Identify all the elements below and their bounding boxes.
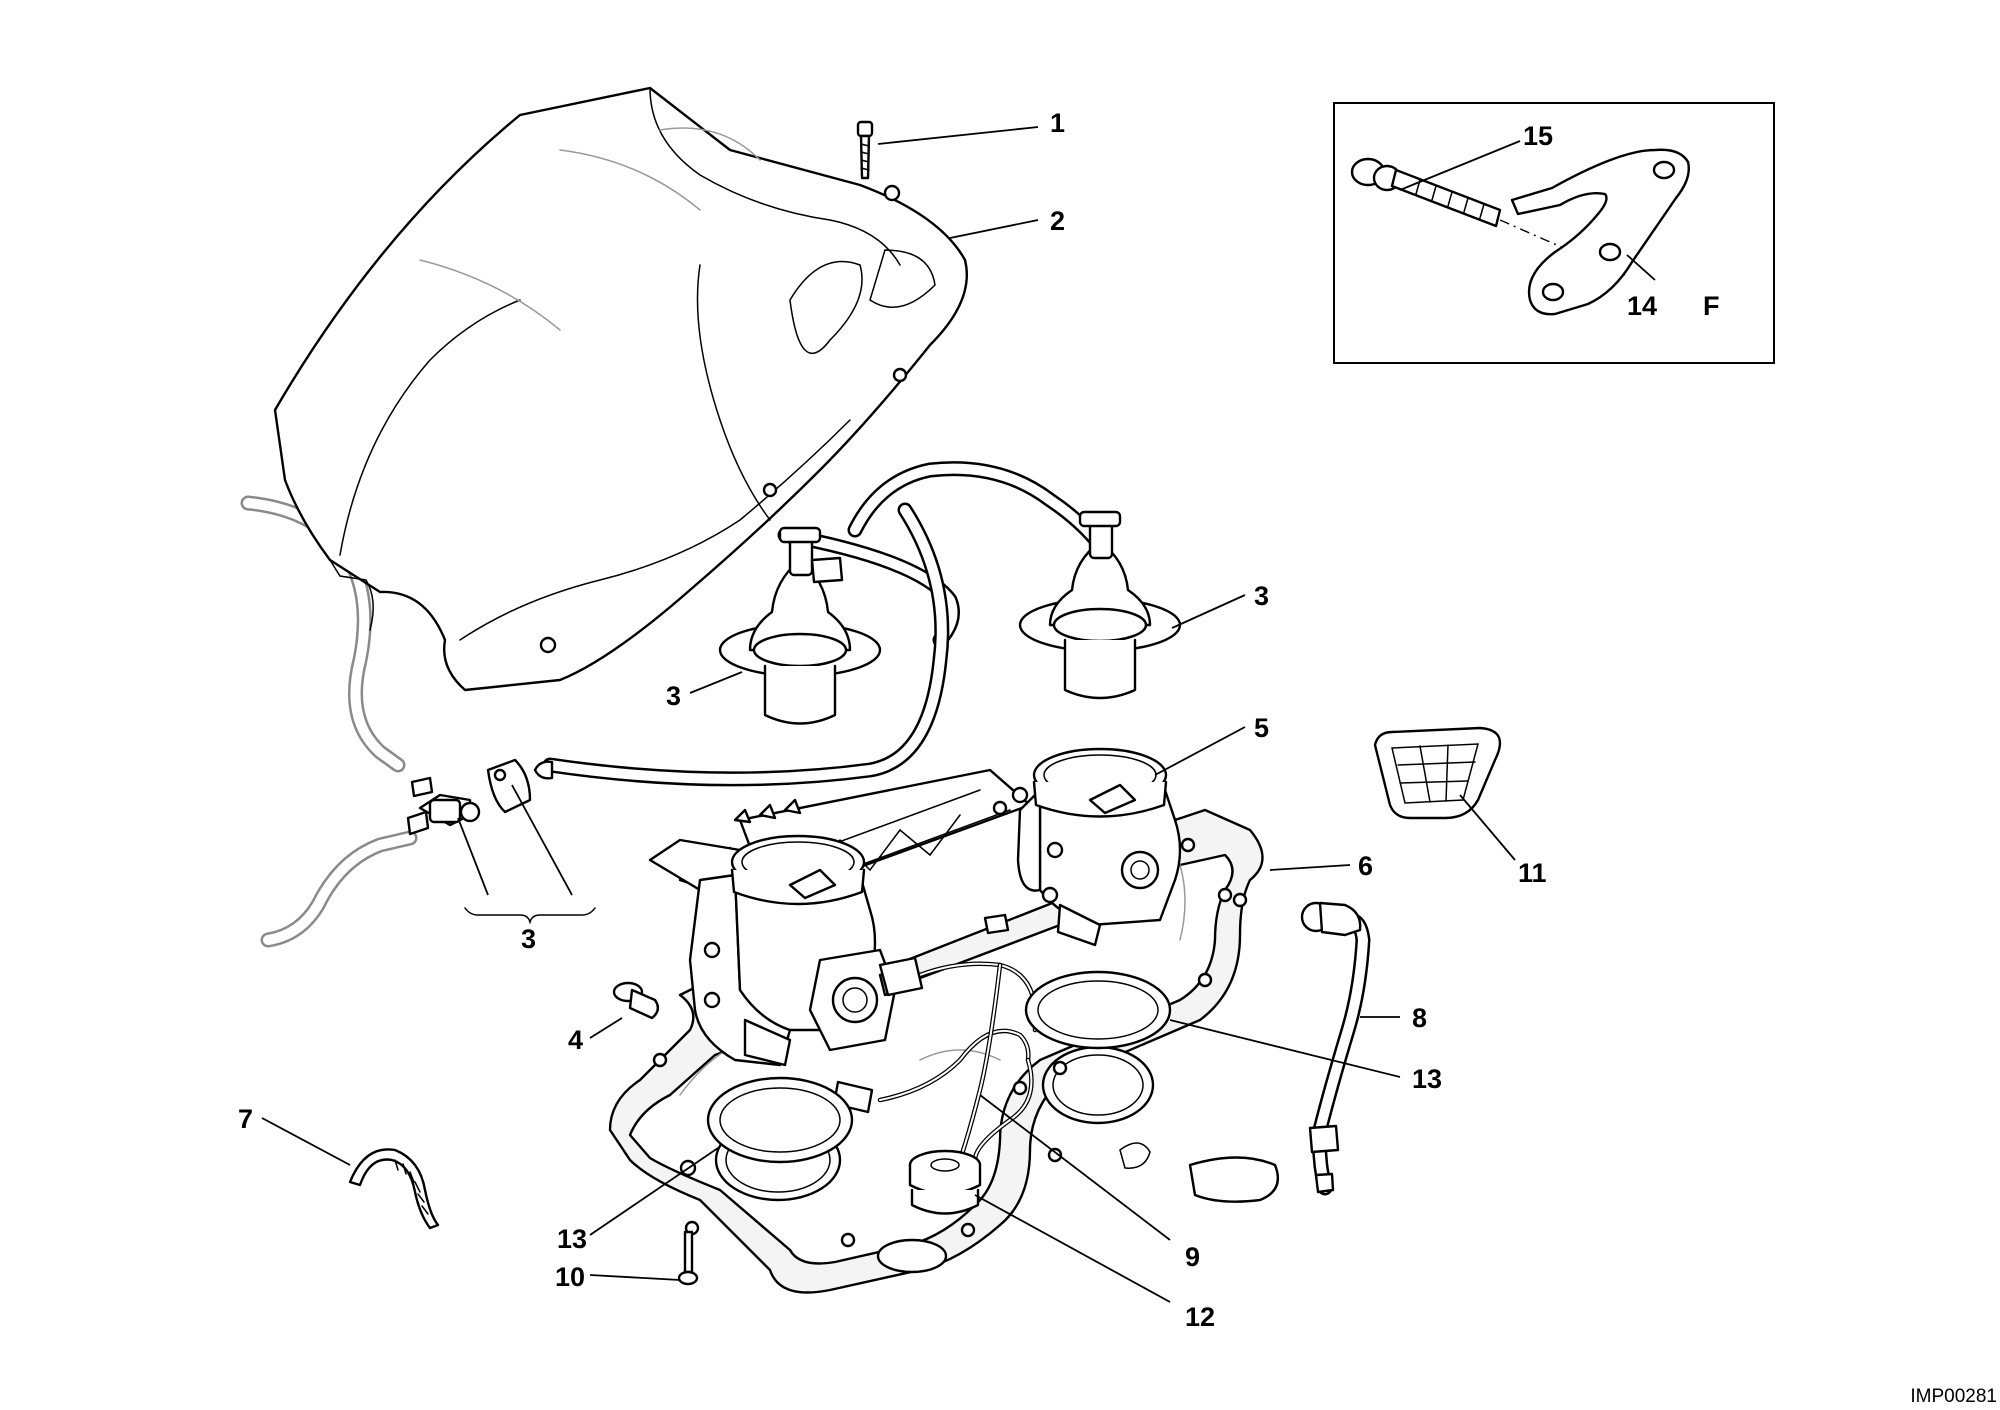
part-12-grommet — [908, 1149, 982, 1215]
part-15-ball-stud — [1350, 157, 1502, 228]
callout-1: 1 — [1050, 108, 1065, 138]
callout-11: 11 — [1518, 858, 1547, 888]
detail-letter-f: F — [1703, 291, 1720, 321]
callout-15: 15 — [1523, 121, 1553, 151]
callout-labels: 1 2 3 3 3 4 5 6 7 8 9 10 11 12 13 13 14 … — [238, 108, 1720, 1332]
part-5-throttle-body — [648, 747, 1182, 1067]
callout-10: 10 — [555, 1262, 585, 1292]
part-2-airbox-cover — [273, 86, 969, 692]
part-14-bracket — [1510, 148, 1690, 316]
callout-12: 12 — [1185, 1302, 1215, 1332]
callout-9: 9 — [1185, 1242, 1200, 1272]
group-bracket-3 — [464, 907, 596, 925]
part-3-intake-boot-right — [1018, 510, 1182, 700]
part-7-strap — [348, 1148, 440, 1230]
callout-7: 7 — [238, 1104, 253, 1134]
part-4-plug — [612, 981, 660, 1020]
callout-2: 2 — [1050, 206, 1065, 236]
part-10-screw — [677, 1230, 699, 1286]
leader-lines — [261, 126, 1656, 1303]
drawing-code: IMP00281 — [1910, 1386, 1997, 1407]
wiring-harness — [832, 913, 1038, 1163]
callout-5: 5 — [1254, 713, 1269, 743]
detail-view-f — [1333, 102, 1775, 364]
callout-14: 14 — [1627, 291, 1657, 321]
part-8-breather-hose — [1300, 901, 1371, 1196]
part-13-o-ring-left — [706, 1076, 854, 1164]
detail-frame — [1333, 102, 1775, 364]
part-13-o-ring-right — [1024, 970, 1172, 1050]
callout-6: 6 — [1358, 851, 1373, 881]
part-3-vent-valve — [406, 758, 554, 836]
part-1-screw — [856, 120, 874, 180]
callout-13: 13 — [557, 1224, 587, 1254]
callout-3: 3 — [1254, 581, 1269, 611]
callout-13: 13 — [1412, 1064, 1442, 1094]
callout-3: 3 — [521, 924, 536, 954]
part-11-filter-panel — [1373, 726, 1502, 820]
part-3-intake-boot-left — [718, 526, 882, 725]
callout-4: 4 — [568, 1025, 583, 1055]
callout-8: 8 — [1412, 1003, 1427, 1033]
callout-3: 3 — [666, 681, 681, 711]
